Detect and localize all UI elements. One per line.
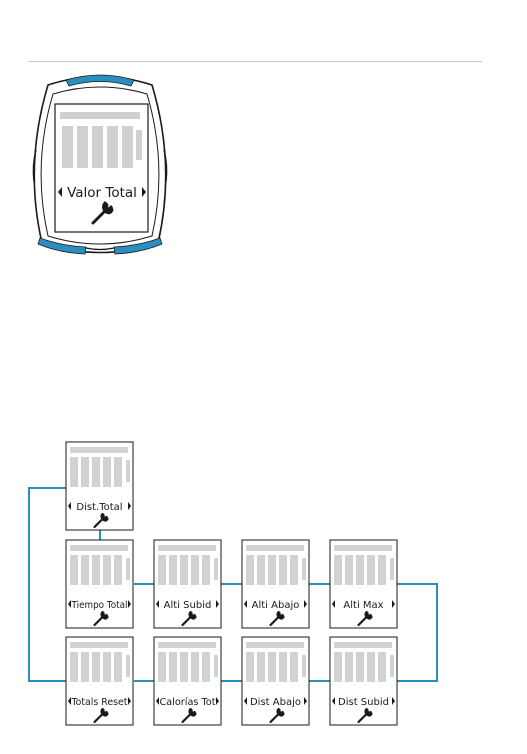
screen-label: Dist.Total (76, 502, 122, 513)
screen-row2-2: Calorías Tot (154, 637, 221, 725)
screen-row1-3: Alti Abajo (242, 540, 309, 628)
screen-row2-4: Dist Subid (330, 637, 397, 725)
screen-row1-4: Alti Max (330, 540, 397, 628)
screen-label: Tiempo Total (71, 600, 128, 611)
connector-left-loop (29, 488, 66, 681)
screen-row2-3: Dist Abajo (242, 637, 309, 725)
device-screen-label: Valor Total (67, 185, 137, 201)
screen-row2-1: Totals Reset (66, 637, 133, 725)
screen-label: Calorías Tot (160, 696, 216, 708)
bike-computer-device: Valor Total (33, 75, 166, 254)
screen-label: Alti Subid (164, 600, 212, 611)
screen-label: Alti Max (343, 600, 383, 611)
screen-label: Totals Reset (71, 697, 128, 708)
screen-label: Dist Abajo (250, 697, 301, 708)
screen-row1-2: Alti Subid (154, 540, 221, 628)
screen-label: Alti Abajo (252, 600, 300, 611)
connector-right-loop (397, 584, 437, 681)
screen-row1-1: Tiempo Total (66, 540, 133, 628)
screen-label: Dist Subid (338, 697, 389, 708)
screen-root: Dist.Total (66, 442, 133, 530)
